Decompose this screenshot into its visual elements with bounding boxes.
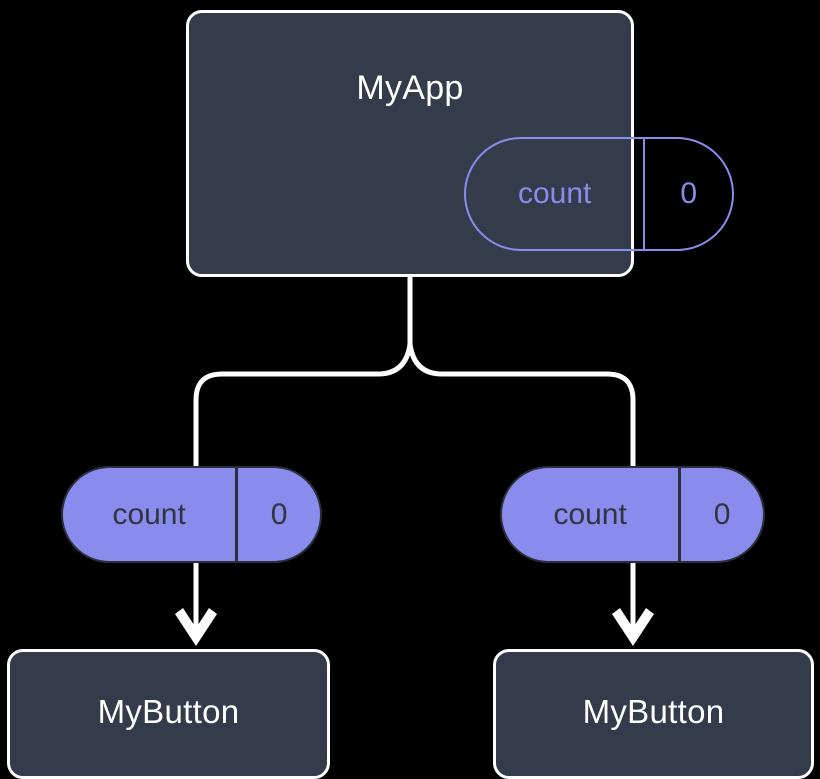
arrowhead-right — [612, 608, 654, 646]
state-value-label: 0 — [678, 468, 763, 561]
state-key-label: count — [553, 497, 627, 531]
component-title-mybutton: MyButton — [582, 693, 725, 730]
state-value-label: 0 — [643, 139, 732, 249]
wire-branch-left — [193, 343, 413, 466]
wire-branch-right — [407, 343, 636, 466]
component-title-mybutton: MyButton — [97, 693, 240, 730]
component-box-mybutton-right[interactable]: MyButton — [493, 649, 814, 779]
state-pill-root-count[interactable]: count 0 — [464, 137, 734, 251]
state-key-label: count — [517, 177, 592, 210]
component-title-myapp: MyApp — [356, 69, 464, 107]
arrowhead-left — [175, 608, 217, 646]
state-pill-branch-right-count[interactable]: count 0 — [500, 466, 765, 563]
component-box-mybutton-left[interactable]: MyButton — [7, 649, 330, 779]
component-box-myapp[interactable]: MyApp count 0 — [186, 10, 734, 277]
state-value-label: 0 — [235, 468, 320, 561]
state-key-label: count — [112, 497, 186, 531]
state-pill-branch-left-count[interactable]: count 0 — [61, 466, 322, 563]
